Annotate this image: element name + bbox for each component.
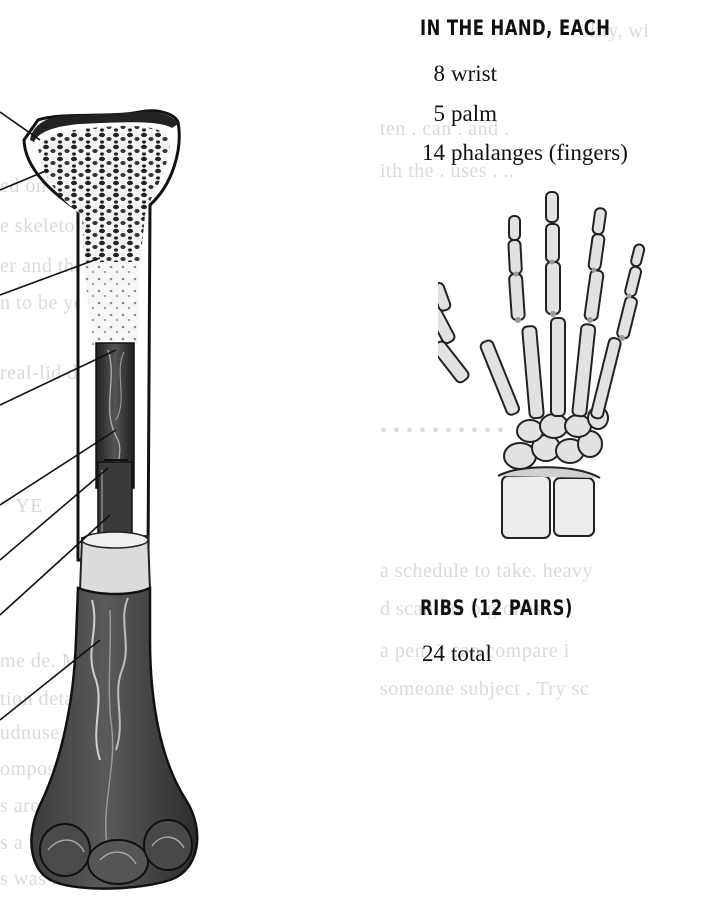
phalanges-label: phalanges (fingers) xyxy=(451,140,628,165)
ribs-total-count: 24 xyxy=(411,641,445,667)
phalanges-count: 14 xyxy=(411,140,445,166)
hand-phalanges-stat: 14phalanges (fingers) xyxy=(411,140,628,166)
wrist-count: 8 xyxy=(423,61,445,87)
ribs-total-label: total xyxy=(451,641,492,666)
hand-palm-stat: 5palm xyxy=(423,101,497,127)
hand-wrist-stat: 8wrist xyxy=(423,61,497,87)
palm-count: 5 xyxy=(423,101,445,127)
ribs-section-heading: RIBS (12 PAIRS) xyxy=(420,596,573,620)
bone-cross-section-illustration xyxy=(0,0,215,899)
hand-skeleton-illustration xyxy=(438,186,658,546)
wrist-label: wrist xyxy=(451,61,497,86)
ribs-total-stat: 24total xyxy=(411,641,492,667)
hand-section-heading: IN THE HAND, EACH xyxy=(420,16,610,40)
palm-label: palm xyxy=(451,101,497,126)
